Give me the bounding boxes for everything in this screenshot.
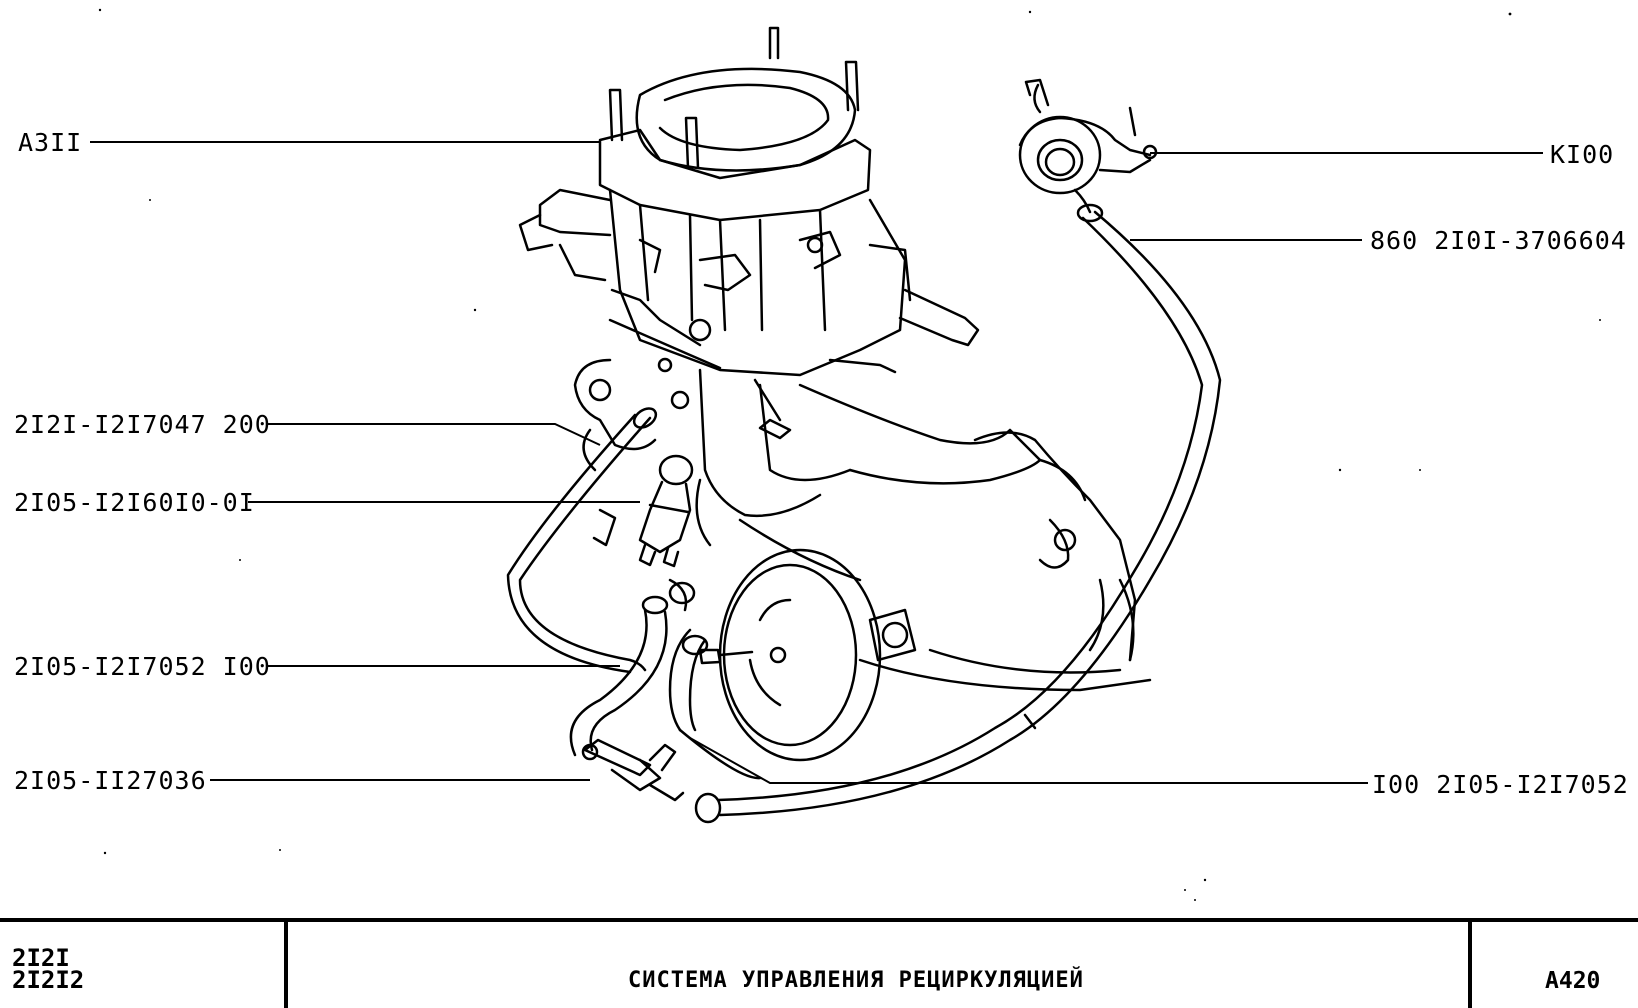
callout-2105-1127036: 2I05-II27036 (14, 766, 207, 795)
callout-860-2101-3706604: 860 2I0I-3706604 (1370, 226, 1627, 255)
page-title: СИСТЕМА УПРАВЛЕНИЯ РЕЦИРКУЛЯЦИЕЙ (628, 968, 1084, 993)
intake-manifold (573, 357, 1152, 692)
leader-2 (268, 423, 601, 446)
leader-8 (689, 737, 1368, 784)
callout-2121-1217047-200: 2I2I-I2I7047 200 (14, 410, 271, 439)
model-code-1: 2I2I (12, 944, 70, 972)
title-block-frame (0, 918, 1638, 1008)
hose-left (506, 407, 658, 674)
callout-k100: KI00 (1550, 140, 1615, 169)
callout-2105-1216010-01: 2I05-I2I60I0-0I (14, 488, 255, 517)
check-valve (1018, 78, 1158, 214)
callout-100-2105-1217052: I00 2I05-I2I7052 (1372, 770, 1629, 799)
tee-fitting (581, 738, 685, 802)
egr-valve (698, 548, 882, 762)
callout-a311: A3II (18, 128, 83, 157)
sheet-code: A420 (1545, 968, 1601, 994)
model-code-2: 2I2I2 (12, 966, 85, 994)
thermo-valve (592, 454, 694, 568)
title-block: 2I2I 2I2I2 СИСТЕМА УПРАВЛЕНИЯ РЕЦИРКУЛЯЦ… (0, 918, 1638, 1008)
callout-2105-1217052-100: 2I05-I2I7052 I00 (14, 652, 271, 681)
hose-center-u (569, 578, 762, 780)
hose-long-right (694, 203, 1222, 824)
carburetor (518, 26, 980, 440)
